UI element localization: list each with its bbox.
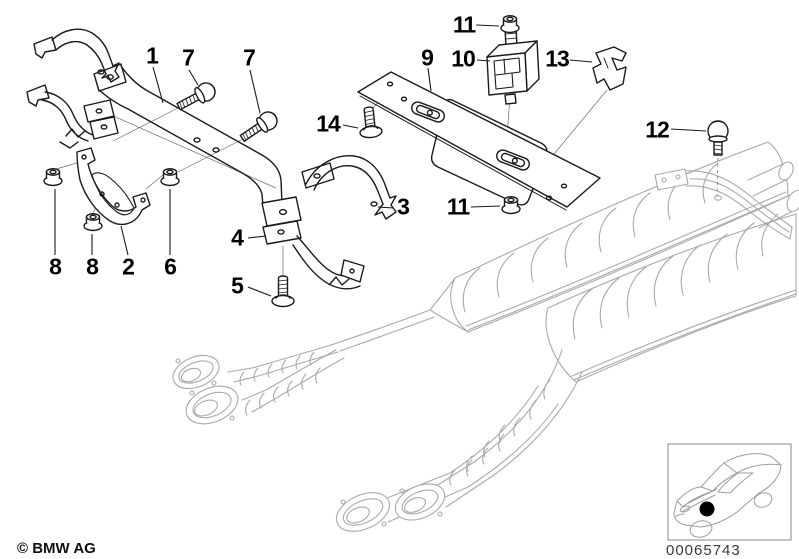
callout-10: 10 [451,45,476,72]
car-outline-icon [673,453,782,538]
hex-nut-11-top [500,15,520,34]
hex-nut-8a [43,168,63,187]
callout-2: 2 [122,253,135,280]
saddle-clamp-upper-left [33,28,120,83]
callout-1: 1 [146,42,159,69]
hex-bolt-7b [239,111,278,142]
spring-clip-13 [592,46,627,91]
flange-screw-14 [359,106,383,139]
exhaust-assembly [172,141,799,532]
saddle-clamp-part3 [301,155,397,220]
hex-nut-6 [160,168,180,187]
callout-8a: 8 [49,253,62,280]
callout-7a: 7 [182,44,195,71]
callout-5: 5 [231,272,244,299]
callout-14: 14 [316,110,341,137]
cross-brace [93,63,302,227]
hex-nut-8b [83,213,103,232]
callout-13: 13 [545,45,570,72]
support-plate [357,71,601,211]
hex-bolt-12 [707,120,729,156]
hex-nut-11-bottom [501,196,521,215]
callout-9: 9 [421,44,434,71]
saddle-clamp-lower-left [26,84,119,149]
clamp-part4 [262,220,365,290]
leader-lines [54,24,707,297]
callout-11a: 11 [452,11,476,38]
callout-8b: 8 [86,253,99,280]
hex-bolt-7a [176,82,216,111]
mounting-parts [26,15,729,308]
image-number: 00065743 [666,542,741,559]
callout-11b: 11 [446,193,470,220]
bracket-part2 [76,147,151,225]
vehicle-inset [667,443,792,541]
callout-4: 4 [231,224,244,251]
location-marker [699,501,715,517]
callout-6: 6 [164,253,177,280]
rubber-mounting-10 [486,27,540,105]
callout-3: 3 [397,193,410,220]
callout-7b: 7 [243,44,256,71]
callout-12: 12 [645,116,670,143]
flange-screw-5 [271,275,295,308]
copyright-notice: © BMW AG [17,540,96,557]
